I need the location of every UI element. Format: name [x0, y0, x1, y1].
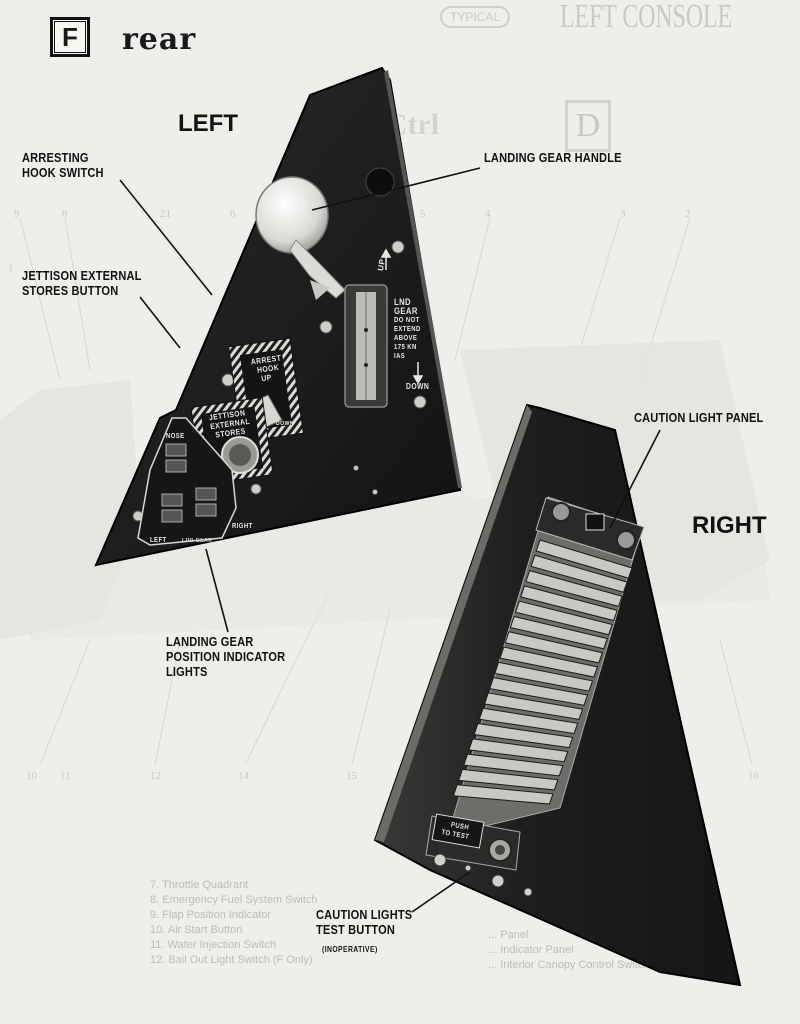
caution-light-slat: [463, 753, 564, 777]
legend-item: 10. Air Start Button: [150, 924, 243, 936]
leader-caution-panel: [609, 429, 661, 529]
caution-light-slat: [489, 677, 589, 706]
leader-test-button: [411, 871, 471, 913]
caution-light-slat: [504, 631, 604, 664]
background-number: 12: [150, 770, 161, 782]
background-number: 4: [485, 208, 491, 220]
callout-line: LIGHTS: [166, 664, 208, 679]
leader-landing-gear-handle: [311, 167, 481, 211]
legend-item: 11. Water Injection Switch: [150, 939, 276, 951]
gear-warning-note: LND GEAR DO NOT EXTEND ABOVE 175 KN IAS: [394, 298, 425, 361]
background-number: 21: [160, 208, 171, 220]
gear-note-line: DO NOT: [394, 317, 420, 324]
hook-down-marking: DOWN: [276, 421, 294, 427]
caution-light-slat: [514, 600, 613, 636]
caution-light-slat: [483, 692, 584, 720]
caution-light-slats: [452, 539, 633, 805]
gear-note-line: 175 KN: [394, 344, 417, 351]
callout-position-indicator-lights: LANDING GEAR POSITION INDICATOR LIGHTS: [166, 634, 306, 679]
callout-caution-lights-test-button: CAUTION LIGHTS TEST BUTTON (INOPERATIVE): [316, 907, 429, 954]
nose-marking: NOSE: [166, 433, 185, 440]
caution-light-slat: [452, 784, 554, 805]
background-number: 14: [238, 770, 249, 782]
background-number: 9: [14, 208, 20, 220]
panel-letter-box: F: [50, 17, 90, 57]
legend-item: 9. Flap Position Indicator: [150, 909, 272, 921]
marking-down: DOWN: [406, 382, 430, 391]
callout-jettison-button: JETTISON EXTERNAL STORES BUTTON: [22, 268, 163, 298]
gear-note-line: EXTEND: [394, 326, 421, 333]
legend-item: 12. Bail Out Light Switch (F Only): [150, 954, 313, 966]
caution-light-slat: [525, 569, 623, 608]
page-subtitle: rear: [122, 22, 197, 57]
legend-item: ... Panel: [488, 929, 529, 941]
background-number: 1: [8, 262, 14, 274]
caution-light-slat: [478, 707, 579, 735]
background-number: 15: [346, 770, 357, 782]
legend-item: ... Indicator Panel: [488, 944, 574, 956]
caution-light-slat: [499, 646, 599, 678]
background-number: 16: [748, 770, 759, 782]
right-light-marking: RIGHT: [232, 523, 253, 530]
caution-light-slat: [473, 722, 574, 749]
background-number: 10: [26, 770, 37, 782]
callout-caution-light-panel: CAUTION LIGHT PANEL: [634, 410, 764, 425]
gear-note-line: IAS: [394, 353, 406, 360]
callout-line: HOOK SWITCH: [22, 165, 104, 180]
callout-line: JETTISON EXTERNAL: [22, 268, 142, 283]
caution-light-slat: [494, 661, 594, 692]
panel-screws: [132, 240, 427, 522]
callout-landing-gear-handle: LANDING GEAR HANDLE: [484, 150, 622, 165]
ldg-gear-marking: LDG GEAR: [182, 538, 213, 544]
background-number: 11: [60, 770, 71, 782]
panel-letter: F: [54, 21, 86, 53]
background-badge: TYPICAL: [440, 6, 511, 28]
gear-note-line: LND: [394, 297, 411, 307]
left-panel-heading: LEFT: [178, 110, 238, 137]
callout-line: CAUTION LIGHTS: [316, 907, 413, 922]
gear-note-line: GEAR: [394, 306, 418, 316]
background-number: 6: [230, 208, 236, 220]
background-number: 5: [420, 208, 426, 220]
leader-jettison: [139, 296, 181, 349]
callout-line: ARRESTING: [22, 150, 89, 165]
legend-item: 8. Emergency Fuel System Switch: [150, 894, 318, 906]
callout-arresting-hook-switch: ARRESTING HOOK SWITCH: [22, 150, 118, 180]
background-legend: 7. Throttle Quadrant 8. Emergency Fuel S…: [150, 878, 318, 968]
legend-item: 7. Throttle Quadrant: [150, 879, 249, 891]
callout-line: TEST BUTTON: [316, 922, 396, 937]
caution-light-slat: [520, 585, 618, 622]
inoperative-note: (INOPERATIVE): [322, 945, 378, 954]
caution-light-slat: [509, 615, 608, 650]
background-number: 3: [620, 208, 626, 220]
leader-gear-lights: [205, 548, 229, 633]
callout-line: LANDING GEAR: [166, 634, 254, 649]
caution-light-slat: [530, 554, 628, 593]
background-title: LEFT CONSOLE: [560, 0, 733, 35]
callout-line: STORES BUTTON: [22, 283, 119, 298]
caution-light-slat: [535, 539, 633, 579]
gear-note-line: ABOVE: [394, 335, 418, 342]
caution-light-slat: [457, 768, 559, 791]
background-legend-right: ... Panel ... Indicator Panel ... Interi…: [488, 928, 649, 973]
background-subtitle-letter: D: [565, 100, 611, 152]
caution-light-slat: [468, 738, 569, 763]
legend-item: ... Interior Canopy Control Switch: [488, 959, 650, 971]
callout-line: POSITION INDICATOR: [166, 649, 286, 664]
right-panel-heading: RIGHT: [692, 512, 767, 539]
leader-arresting-hook: [119, 179, 213, 296]
background-number: 8: [62, 208, 68, 220]
left-light-marking: LEFT: [150, 537, 167, 544]
background-number: 2: [685, 208, 691, 220]
